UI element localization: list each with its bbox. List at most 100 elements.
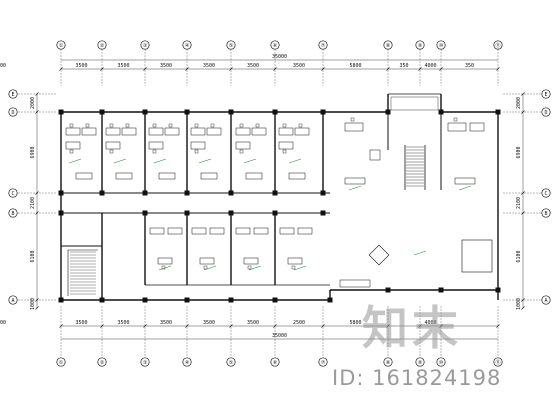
dim-label: 3500 xyxy=(75,63,87,69)
desk xyxy=(294,127,310,136)
desk xyxy=(167,227,183,235)
structural-column xyxy=(438,287,444,293)
reception-table xyxy=(368,244,390,266)
leader-line xyxy=(288,158,302,164)
desk xyxy=(190,127,206,136)
desk xyxy=(158,172,176,180)
axis-bubble-label: ⑥ xyxy=(273,360,278,366)
dim-tick xyxy=(418,67,422,71)
leader-line xyxy=(348,185,362,191)
axis-bubble-bottom: ⑧ xyxy=(383,306,393,367)
desk xyxy=(288,172,306,180)
dim-label-vertical: 6100 xyxy=(516,250,522,262)
axis-bubble-right: E xyxy=(503,89,551,99)
dim-label: 3500 xyxy=(117,320,129,326)
dim-tick xyxy=(418,324,422,328)
axis-bubble-label: ⑤ xyxy=(229,43,234,49)
dim-tick xyxy=(273,324,277,328)
desk xyxy=(339,279,371,288)
building-walls xyxy=(58,93,501,303)
desk xyxy=(115,172,133,180)
axis-bubble-left: C xyxy=(8,188,56,198)
chair xyxy=(239,123,244,128)
axis-bubble-bottom: ④ xyxy=(182,306,192,367)
axis-bubble-circle xyxy=(56,357,66,367)
structural-column xyxy=(272,190,278,196)
structural-column xyxy=(58,190,64,196)
desk xyxy=(278,141,294,150)
dim-tick xyxy=(521,211,525,215)
chair xyxy=(168,123,173,128)
desk xyxy=(297,227,313,235)
chair xyxy=(194,123,199,128)
dim-label: 5800 xyxy=(349,63,361,69)
dim-label: 3500 xyxy=(160,320,172,326)
axis-bubble-label: E xyxy=(11,92,14,98)
axis-bubble-bottom: ⑤ xyxy=(226,306,236,367)
leader-line xyxy=(203,265,217,271)
axis-bubble-circle xyxy=(541,295,551,305)
axis-bubble-top: ⑤ xyxy=(226,40,236,86)
desk xyxy=(105,141,121,150)
chair xyxy=(109,149,114,154)
axis-bubble-bottom: ① xyxy=(56,306,66,367)
axis-bubble-top: ③ xyxy=(140,40,150,86)
axis-bubble-label: ⑪ xyxy=(495,42,500,49)
axis-bubble-bottom: ⑩ xyxy=(436,306,446,367)
dim-tick xyxy=(521,92,525,96)
leader-line xyxy=(243,158,257,164)
structural-column xyxy=(99,109,105,115)
dim-label: 3500 xyxy=(293,63,305,69)
axis-bubble-left: B xyxy=(8,208,56,218)
watermark-id: ID: 161824198 xyxy=(332,366,502,390)
desk xyxy=(75,172,93,180)
leader-line xyxy=(458,185,472,191)
axis-bubble-circle xyxy=(226,357,236,367)
axis-bubble-bottom: ⑥ xyxy=(270,306,280,367)
structural-column xyxy=(99,190,105,196)
dim-label: 4000 xyxy=(424,63,436,69)
structural-column xyxy=(385,287,391,293)
leader-line xyxy=(198,158,212,164)
balcony-outline xyxy=(390,96,439,111)
desk xyxy=(279,227,295,235)
desk xyxy=(245,172,263,180)
axis-bubble-label: ⑧ xyxy=(386,360,391,366)
axis-bubble-label: ⑩ xyxy=(439,43,444,49)
desk xyxy=(344,122,364,132)
axis-bubble-right: C xyxy=(503,188,551,198)
dim-label-vertical: 2100 xyxy=(516,197,522,209)
axis-bubble-label: ① xyxy=(59,360,64,366)
leader-line xyxy=(293,265,307,271)
dim-tick xyxy=(35,211,39,215)
axis-bubble-circle xyxy=(8,188,18,198)
dim-label: 3500 xyxy=(75,320,87,326)
structural-column xyxy=(272,109,278,115)
dim-tick xyxy=(321,324,325,328)
axis-bubble-circle xyxy=(541,89,551,99)
axis-bubble-label: ⑨ xyxy=(418,360,423,366)
leader-line xyxy=(153,158,167,164)
axis-bubble-label: ⑩ xyxy=(439,360,444,366)
chair xyxy=(282,149,287,154)
dim-tick xyxy=(521,306,525,310)
desk xyxy=(105,127,121,136)
leader-line xyxy=(113,158,127,164)
furniture-layout xyxy=(65,117,493,288)
desk xyxy=(200,172,218,180)
desk xyxy=(253,227,269,235)
axis-bubble-circle xyxy=(8,208,18,218)
axis-bubble-label: ⑨ xyxy=(418,43,423,49)
axis-bubble-label: ⑤ xyxy=(229,360,234,366)
dim-label: 5800 xyxy=(349,320,361,326)
desk xyxy=(251,127,267,136)
dim-tick xyxy=(229,324,233,328)
dim-tick xyxy=(35,306,39,310)
axis-bubble-circle xyxy=(8,107,18,117)
structural-column xyxy=(142,109,148,115)
structural-column xyxy=(272,210,278,216)
axis-bubble-circle xyxy=(8,89,18,99)
axis-bubble-label: B xyxy=(544,211,547,217)
axis-bubble-circle xyxy=(541,107,551,117)
